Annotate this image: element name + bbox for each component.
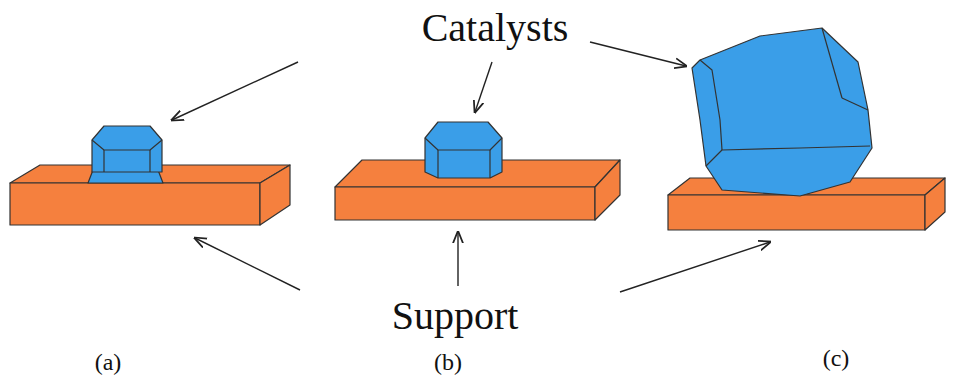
catalyst-particle-a	[88, 126, 163, 183]
catalyst-particle-c	[692, 28, 872, 196]
figure-letter: (b)	[434, 350, 462, 374]
figure-letter: (a)	[95, 350, 122, 374]
catalyst-particle-b	[425, 122, 502, 178]
support-slab-a	[10, 165, 290, 225]
leader-arrows	[172, 42, 770, 292]
part-label: Catalysts	[422, 8, 569, 48]
part-label: Support	[392, 296, 519, 336]
figure-letter: (c)	[823, 346, 850, 370]
